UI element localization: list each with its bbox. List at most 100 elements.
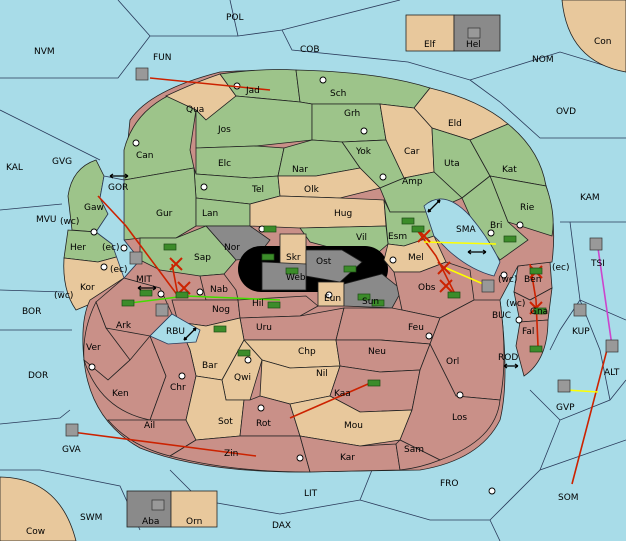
svg-text:Los: Los	[452, 413, 467, 423]
province-hug[interactable]	[249, 195, 387, 229]
label-buc: BUC	[492, 311, 511, 321]
svg-text:Ark: Ark	[116, 321, 132, 331]
province-con[interactable]	[561, 0, 626, 73]
sea-sma[interactable]	[423, 198, 501, 277]
province-orn[interactable]	[170, 490, 218, 528]
sea-mit[interactable]	[95, 175, 141, 279]
svg-text:Yok: Yok	[355, 147, 372, 157]
label-bor: BOR	[22, 307, 41, 317]
label-gva: GVA	[62, 445, 82, 455]
svg-text:(wc): (wc)	[60, 217, 79, 227]
svg-text:Kar: Kar	[340, 453, 355, 463]
label-tsi: TSI	[590, 259, 605, 269]
svg-text:Gur: Gur	[156, 209, 173, 219]
label-rod: ROD	[498, 353, 518, 363]
svg-text:Esm: Esm	[388, 232, 407, 242]
svg-text:Sun: Sun	[362, 297, 379, 307]
svg-text:Uru: Uru	[256, 323, 272, 333]
svg-text:(wc): (wc)	[506, 299, 525, 309]
label-ovd: OVD	[556, 107, 576, 117]
province-can[interactable]	[123, 91, 197, 181]
label-fro: FRO	[440, 479, 459, 489]
svg-text:Ben: Ben	[524, 275, 541, 285]
label-fun: FUN	[153, 53, 172, 63]
svg-text:Rot: Rot	[256, 419, 271, 429]
label-sma: SMA	[456, 225, 476, 235]
svg-text:Ver: Ver	[86, 343, 101, 353]
svg-text:Nog: Nog	[212, 305, 230, 315]
svg-text:Zin: Zin	[224, 449, 238, 459]
province-elf[interactable]	[405, 14, 455, 52]
province-sch[interactable]	[295, 69, 431, 109]
label-hel: Hel	[466, 40, 481, 50]
svg-text:Her: Her	[70, 243, 86, 253]
label-cow: Cow	[26, 527, 45, 537]
label-rbu: RBU	[166, 327, 185, 337]
labels: POL COB FUN NVM NOM Con OVD KAL GVG KAM …	[6, 13, 620, 537]
svg-text:Eld: Eld	[448, 119, 462, 129]
label-kal: KAL	[6, 163, 23, 173]
label-swm: SWM	[80, 513, 102, 523]
label-gvg: GVG	[52, 157, 72, 167]
label-elf: Elf	[424, 40, 436, 50]
province-elc[interactable]	[195, 145, 285, 179]
province-ken[interactable]	[83, 335, 167, 421]
label-gor: GOR	[108, 183, 128, 193]
label-mit: MIT	[136, 275, 152, 285]
svg-text:Lan: Lan	[202, 209, 218, 219]
svg-text:Bar: Bar	[202, 361, 218, 371]
svg-text:Sch: Sch	[330, 89, 346, 99]
label-kam: KAM	[580, 193, 600, 203]
svg-text:(ec): (ec)	[110, 265, 128, 275]
province-mou[interactable]	[289, 395, 413, 447]
svg-text:Kor: Kor	[80, 283, 95, 293]
svg-text:Chp: Chp	[298, 347, 316, 357]
label-con: Con	[594, 37, 612, 47]
label-kup: KUP	[572, 327, 590, 337]
province-sam[interactable]	[395, 439, 441, 471]
svg-text:Web: Web	[286, 273, 306, 283]
fleet-units	[65, 27, 619, 511]
supply-centers	[88, 76, 524, 495]
svg-text:Mou: Mou	[344, 421, 363, 431]
label-aba: Aba	[142, 517, 159, 527]
svg-text:Can: Can	[136, 151, 154, 161]
label-cob: COB	[300, 45, 320, 55]
svg-text:Olk: Olk	[304, 185, 320, 195]
svg-text:Rie: Rie	[520, 203, 535, 213]
svg-text:Ail: Ail	[144, 421, 155, 431]
label-pol: POL	[226, 13, 244, 23]
svg-text:Sot: Sot	[218, 417, 233, 427]
svg-text:Qwi: Qwi	[234, 373, 251, 383]
svg-text:Neu: Neu	[368, 347, 386, 357]
province-nab[interactable]	[199, 273, 239, 301]
svg-text:Hug: Hug	[334, 209, 352, 219]
svg-text:(wc): (wc)	[54, 291, 73, 301]
label-orn: Orn	[186, 517, 202, 527]
svg-text:Bri: Bri	[490, 221, 502, 231]
svg-text:Sap: Sap	[194, 253, 211, 263]
province-gur[interactable]	[123, 167, 197, 241]
svg-text:Nor: Nor	[224, 243, 240, 253]
svg-text:Jad: Jad	[245, 86, 260, 96]
svg-text:Elc: Elc	[218, 159, 231, 169]
svg-text:Nar: Nar	[292, 165, 308, 175]
province-skr[interactable]	[279, 233, 307, 265]
label-lit: LIT	[304, 489, 318, 499]
svg-text:Vil: Vil	[356, 233, 367, 243]
svg-text:Car: Car	[404, 147, 420, 157]
svg-text:(ec): (ec)	[102, 243, 120, 253]
svg-text:Orl: Orl	[446, 357, 459, 367]
svg-text:Hil: Hil	[252, 299, 264, 309]
province-rie[interactable]	[489, 175, 554, 237]
svg-text:Uta: Uta	[444, 159, 460, 169]
svg-text:Mel: Mel	[408, 253, 424, 263]
province-ver[interactable]	[83, 301, 131, 381]
svg-text:Nil: Nil	[316, 369, 328, 379]
svg-text:Fal: Fal	[522, 327, 534, 337]
svg-text:Nab: Nab	[210, 285, 228, 295]
svg-text:Jos: Jos	[217, 125, 231, 135]
label-gvp: GVP	[556, 403, 575, 413]
label-nvm: NVM	[34, 47, 55, 57]
